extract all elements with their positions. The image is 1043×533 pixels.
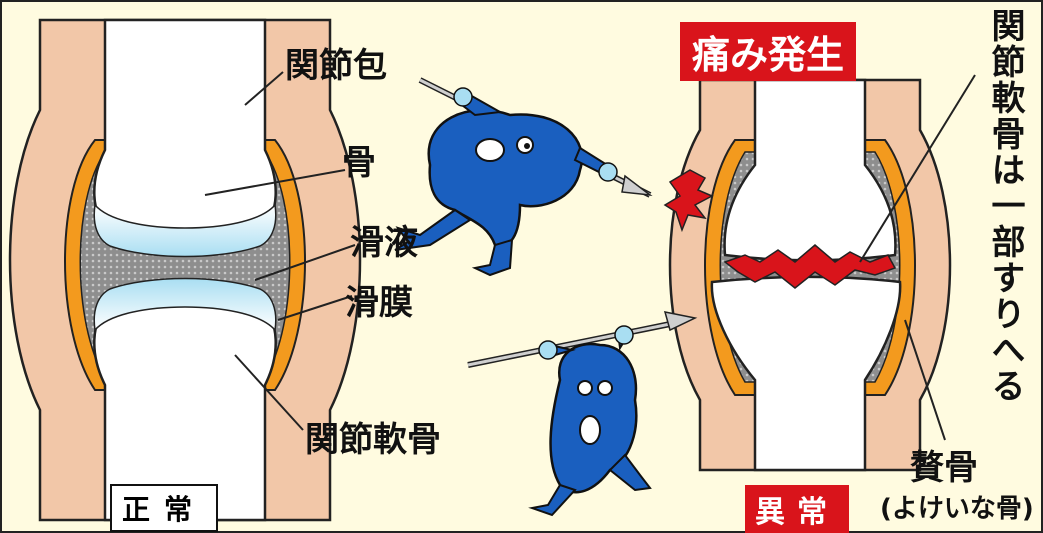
spur-label: 贅骨 xyxy=(910,440,978,489)
pain-label: 痛み発生 xyxy=(680,22,856,81)
spur-note: (よけいな骨) xyxy=(880,488,1034,525)
synovial-membrane-label: 滑膜 xyxy=(345,275,413,324)
bone-label: 骨 xyxy=(342,135,376,184)
normal-box-label: 正常 xyxy=(110,484,218,532)
capsule-label: 関節包 xyxy=(285,38,387,87)
abnormal-joint xyxy=(665,80,950,470)
normal-upper-bone xyxy=(94,20,275,245)
wear-label: 関節軟骨は一部すりへる xyxy=(985,8,1025,448)
abnormal-label: 異常 xyxy=(745,485,849,533)
synovial-fluid-label: 滑液 xyxy=(350,215,418,264)
cartilage-label: 関節軟骨 xyxy=(305,412,441,461)
